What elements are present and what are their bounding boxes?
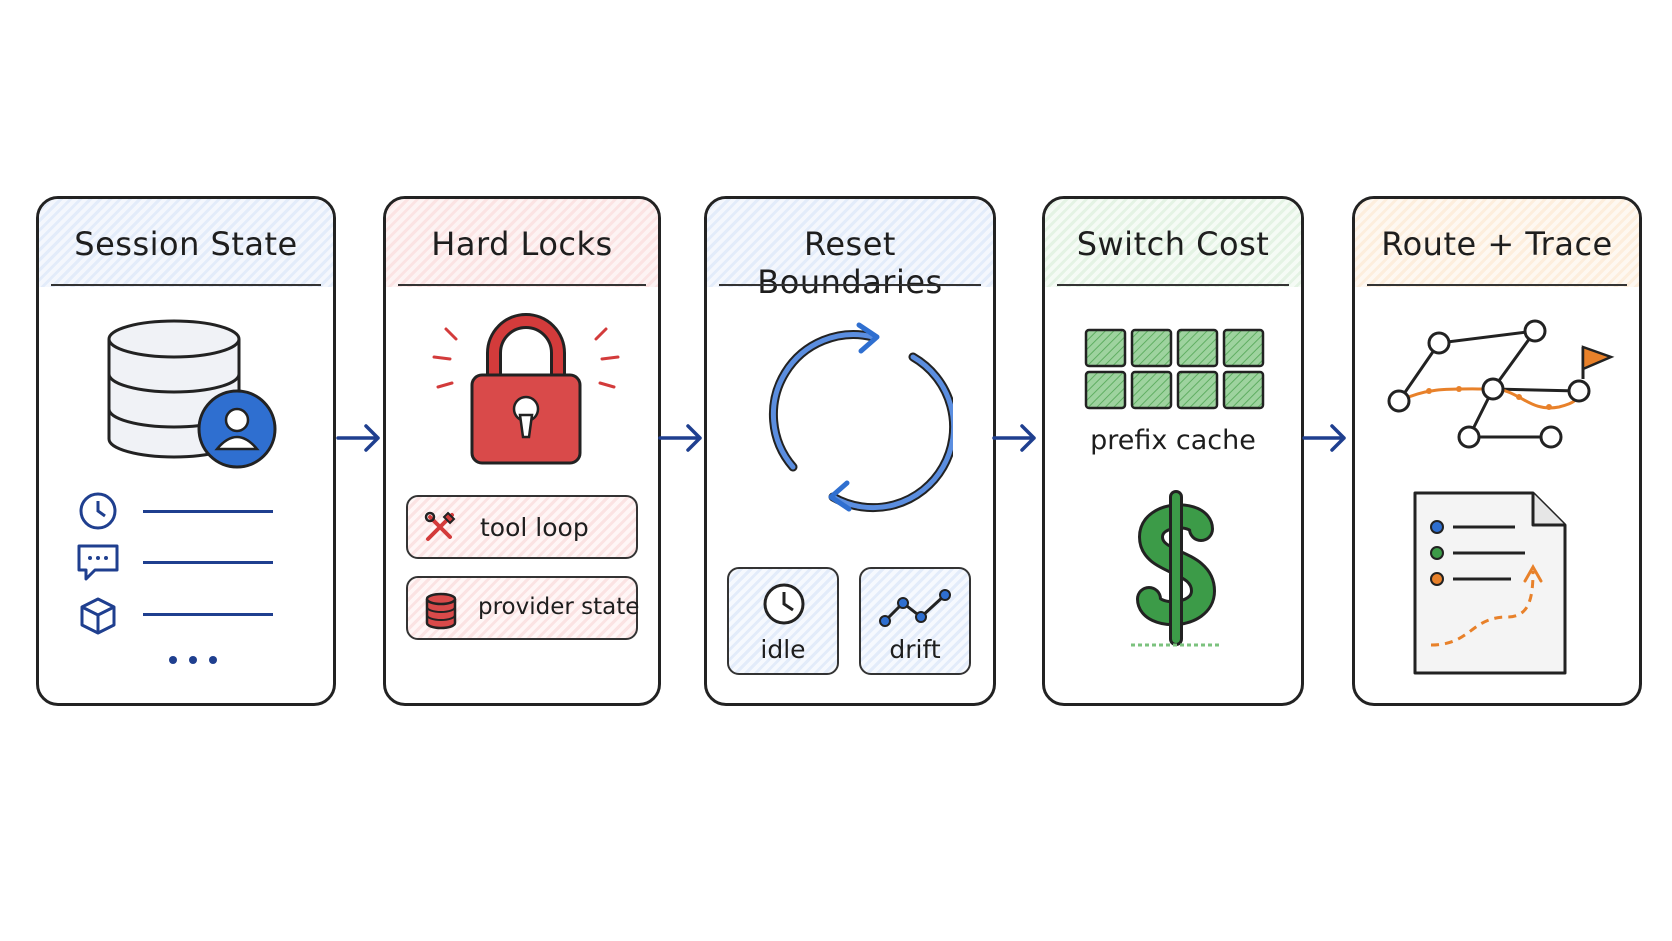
ellipsis-icon	[169, 656, 217, 664]
flow-arrow-icon	[658, 424, 702, 452]
panel-divider	[719, 284, 981, 286]
chip-label: idle	[760, 635, 806, 664]
panel-title: Reset Boundaries	[757, 225, 943, 301]
panel-switch-cost: Switch Cost prefix cache	[1042, 196, 1304, 706]
chip-label: provider state	[478, 594, 640, 620]
panel-hard-locks: Hard Locks tool loop provider state	[383, 196, 661, 706]
reset-chip-drift: drift	[859, 567, 971, 675]
panel-title: Session State	[74, 225, 298, 263]
trend-icon	[879, 589, 951, 627]
state-line	[143, 613, 273, 616]
clock-icon	[79, 492, 117, 530]
lock-chip-tool-loop: tool loop	[406, 495, 638, 559]
panel-title: Route + Trace	[1381, 225, 1613, 263]
document-icon	[1413, 491, 1567, 675]
state-line	[143, 561, 273, 564]
refresh-cycle-icon	[768, 322, 953, 513]
chat-icon	[77, 544, 119, 581]
panel-divider	[398, 284, 646, 286]
reset-chip-idle: idle	[727, 567, 839, 675]
clock-icon	[763, 583, 805, 625]
panel-reset-boundaries: Reset Boundaries idle drift	[704, 196, 996, 706]
grid-cache-icon	[1084, 328, 1265, 410]
panel-divider	[51, 284, 321, 286]
chip-label: tool loop	[480, 513, 589, 542]
flow-arrow-icon	[1302, 424, 1346, 452]
database-small-icon	[425, 592, 457, 630]
lock-chip-provider-state: provider state	[406, 576, 640, 640]
tools-icon	[424, 511, 456, 541]
panel-header	[1355, 199, 1639, 287]
panel-header	[386, 199, 658, 287]
panel-divider	[1057, 284, 1289, 286]
flow-arrow-icon	[336, 424, 380, 452]
padlock-icon	[432, 313, 620, 465]
panel-divider	[1367, 284, 1627, 286]
dollar-icon	[1131, 490, 1221, 647]
cache-label: prefix cache	[1090, 425, 1256, 456]
chip-label: drift	[889, 635, 941, 664]
panel-title: Switch Cost	[1076, 225, 1270, 263]
panel-title: Hard Locks	[431, 225, 613, 263]
user-icon	[197, 389, 277, 469]
panel-header	[1045, 199, 1301, 287]
state-line	[143, 510, 273, 513]
flow-arrow-icon	[992, 424, 1036, 452]
panel-header	[707, 199, 993, 287]
panel-session-state: Session State	[36, 196, 336, 706]
panel-header	[39, 199, 333, 287]
route-graph-icon	[1387, 319, 1615, 449]
cube-icon	[80, 597, 116, 635]
panel-route-trace: Route + Trace	[1352, 196, 1642, 706]
